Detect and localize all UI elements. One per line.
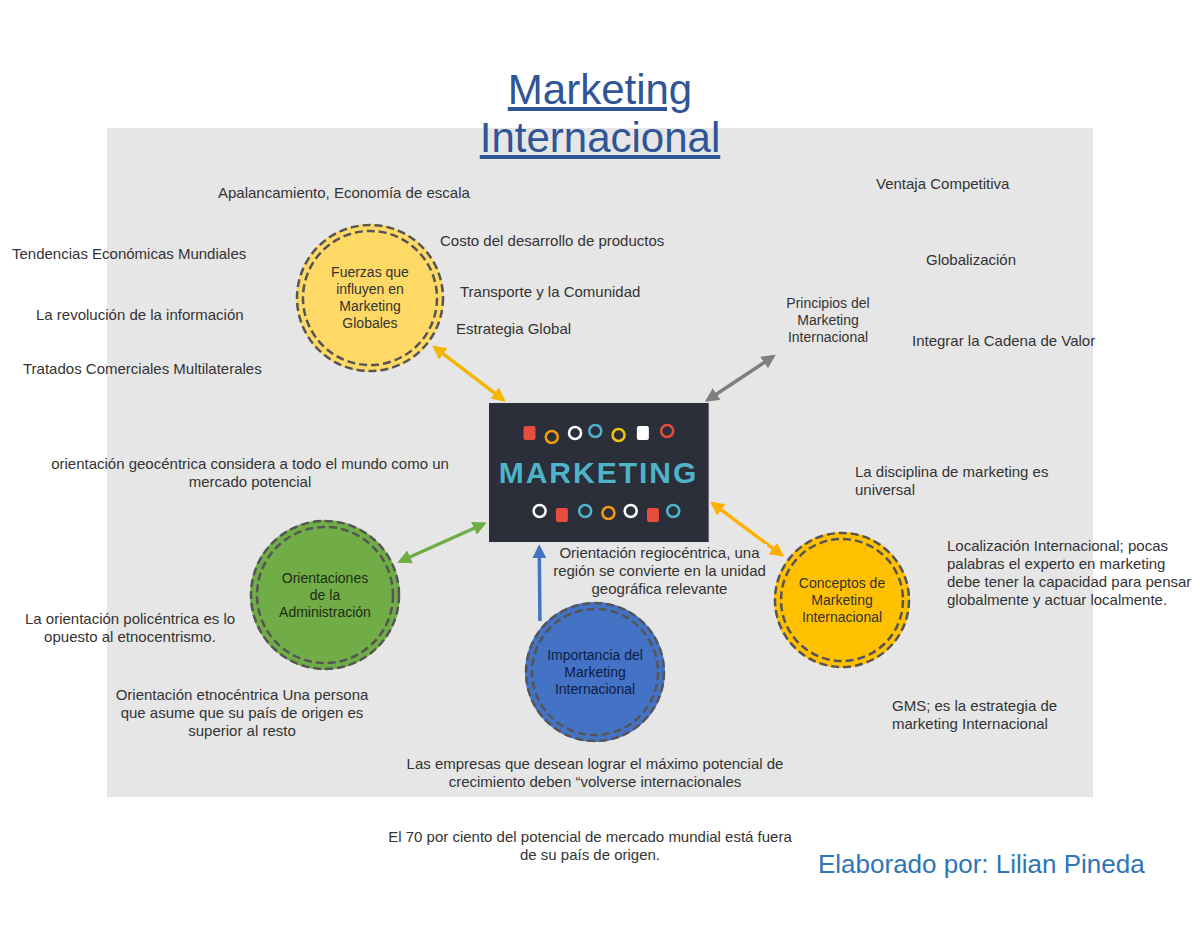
note-text: Las empresas que desean lograr el máximo… <box>405 755 785 791</box>
note-text: El 70 por ciento del potencial de mercad… <box>378 828 802 864</box>
note-text: Apalancamiento, Economía de escala <box>218 184 538 202</box>
connector-arrow <box>537 547 541 621</box>
note-text: Localización Internacional; pocas palabr… <box>947 537 1192 609</box>
circle-fill <box>250 520 400 670</box>
dashed-ring <box>781 539 903 661</box>
note-text: Globalización <box>926 251 1086 269</box>
note-text: La disciplina de marketing es universal <box>855 463 1085 499</box>
icon <box>523 426 535 440</box>
icon <box>579 505 591 517</box>
note-text: Tratados Comerciales Multilaterales <box>23 360 323 378</box>
icon <box>545 431 557 443</box>
connector-arrow <box>707 356 773 400</box>
topic-text-box: Principios del Marketing Internacional <box>760 287 896 354</box>
note-text: Orientación etnocéntrica Una persona que… <box>112 686 372 740</box>
note-text: Tendencias Económicas Mundiales <box>12 245 297 263</box>
title: Marketing Internacional <box>440 66 760 162</box>
dashed-ring <box>775 533 909 667</box>
icon <box>637 426 649 440</box>
icon <box>589 425 601 437</box>
node-label: Principios del Marketing Internacional <box>770 295 886 346</box>
dashed-ring <box>257 527 393 663</box>
icon <box>533 505 545 517</box>
topic-circle: Orientaciones de la Administración <box>248 518 402 672</box>
node-label: Conceptos de Marketing Internacional <box>790 575 894 626</box>
dashed-ring <box>303 231 437 365</box>
note-text: La revolución de la información <box>36 306 291 324</box>
connector-arrow <box>400 524 484 562</box>
note-text: Orientación regiocéntrica, una región se… <box>552 544 767 598</box>
image-word: MARKETING <box>499 456 699 490</box>
note-text: La orientación policéntrica es lo opuest… <box>4 610 256 646</box>
connector-arrow <box>434 347 503 400</box>
note-text: GMS; es la estrategia de marketing Inter… <box>892 697 1102 733</box>
dashed-ring <box>532 609 658 735</box>
author-note: Elaborado por: Lilian Pineda <box>818 847 1158 881</box>
dashed-ring <box>297 225 443 371</box>
note-text: Costo del desarrollo de productos <box>440 232 730 250</box>
icon <box>647 508 659 522</box>
node-label: Importancia del Marketing Internacional <box>543 647 647 698</box>
node-label: Fuerzas que influyen en Marketing Global… <box>318 264 422 332</box>
dashed-ring <box>251 521 399 669</box>
icon <box>667 505 679 517</box>
icon <box>602 507 614 519</box>
circle-fill <box>525 602 665 742</box>
icon <box>569 427 581 439</box>
dashed-ring <box>526 603 664 741</box>
icon <box>661 425 673 437</box>
node-label: Orientaciones de la Administración <box>273 570 377 621</box>
topic-circle: Fuerzas que influyen en Marketing Global… <box>294 222 446 374</box>
note-text: Integrar la Cadena de Valor <box>912 332 1137 350</box>
icon <box>556 508 568 522</box>
icon <box>624 505 636 517</box>
note-text: Estrategia Global <box>456 320 616 338</box>
circle-fill <box>774 532 910 668</box>
note-text: orientación geocéntrica considera a todo… <box>30 455 470 491</box>
note-text: Ventaja Competitiva <box>876 175 1076 193</box>
center-image-box: MARKETING <box>489 403 709 542</box>
icon <box>612 429 624 441</box>
topic-circle: Importancia del Marketing Internacional <box>523 600 667 744</box>
image-ground <box>489 403 709 542</box>
topic-circle: Conceptos de Marketing Internacional <box>772 530 912 670</box>
circle-fill <box>296 224 444 372</box>
note-text: Transporte y la Comunidad <box>460 283 700 301</box>
